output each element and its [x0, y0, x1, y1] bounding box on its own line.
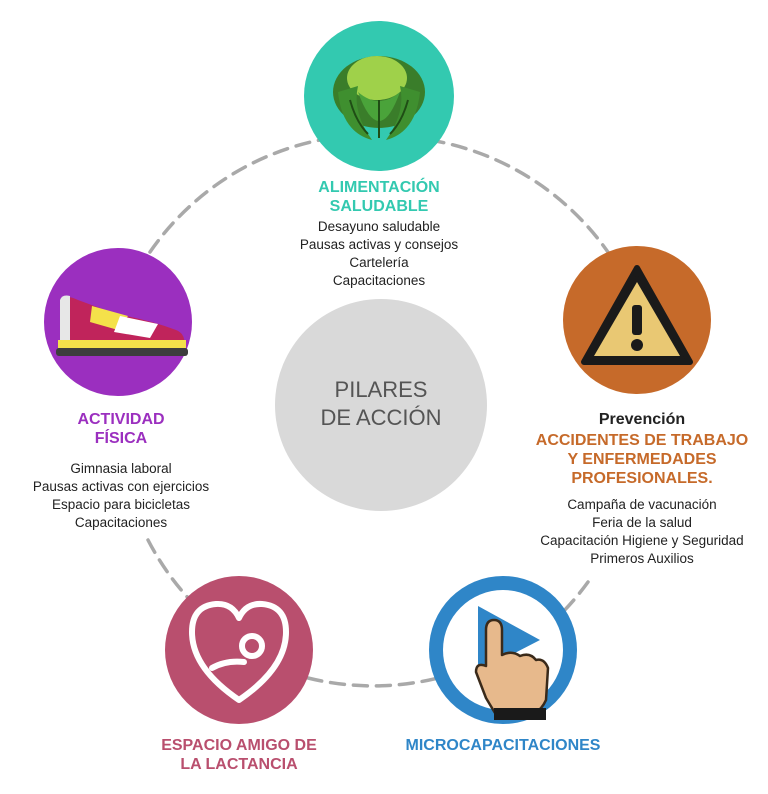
actividad-title: ACTIVIDAD FÍSICA [6, 410, 236, 448]
dashed-ring [146, 138, 614, 688]
list-item: Desayuno saludable [317, 219, 441, 234]
list-item: Capacitaciones [332, 273, 426, 288]
lactancia-title-line1: ESPACIO AMIGO DE [161, 737, 317, 754]
actividad-block: ACTIVIDAD FÍSICA Gimnasia laboral Pausas… [6, 410, 236, 532]
list-item: Pausas activas con ejercicios [32, 479, 210, 494]
list-item: Capacitaciones [74, 515, 168, 530]
prevencion-title-line1: ACCIDENTES DE TRABAJO [535, 432, 749, 449]
lactancia-badge [165, 576, 313, 724]
center-label-line1: PILARES [334, 377, 428, 402]
mother-baby-heart-icon [189, 600, 289, 703]
sneaker-icon [56, 295, 188, 356]
alimentacion-badge [304, 21, 454, 171]
prevencion-block: Prevención ACCIDENTES DE TRABAJO Y ENFER… [520, 410, 764, 568]
micro-badge [429, 576, 577, 724]
lactancia-title: ESPACIO AMIGO DE LA LACTANCIA [134, 736, 344, 774]
actividad-title-line1: ACTIVIDAD [77, 411, 165, 428]
prevencion-badge [563, 246, 711, 394]
list-item: Primeros Auxilios [590, 551, 694, 566]
prevencion-title: ACCIDENTES DE TRABAJO Y ENFERMEDADES PRO… [520, 431, 764, 488]
micro-block: MICROCAPACITACIONES [388, 736, 618, 755]
alimentacion-title-line2: SALUDABLE [329, 198, 429, 215]
prevencion-title-line2: Y ENFERMEDADES [567, 451, 717, 468]
micro-title: MICROCAPACITACIONES [405, 737, 601, 754]
center-label-line2: DE ACCIÓN [320, 405, 442, 430]
list-item: Gimnasia laboral [70, 461, 172, 476]
actividad-badge [44, 248, 192, 396]
prevencion-title-line3: PROFESIONALES. [571, 470, 713, 487]
prevencion-heading: Prevención [598, 411, 686, 428]
alimentacion-items: Desayuno saludable Pausas activas y cons… [264, 218, 494, 290]
list-item: Campaña de vacunación [567, 497, 717, 512]
list-item: Cartelería [349, 255, 409, 270]
prevencion-items: Campaña de vacunación Feria de la salud … [520, 496, 764, 568]
alimentacion-block: ALIMENTACIÓN SALUDABLE Desayuno saludabl… [264, 178, 494, 290]
list-item: Feria de la salud [592, 515, 692, 530]
actividad-items: Gimnasia laboral Pausas activas con ejer… [6, 460, 236, 532]
list-item: Capacitación Higiene y Seguridad [540, 533, 744, 548]
lactancia-title-line2: LA LACTANCIA [180, 756, 298, 773]
center-label: PILARES DE ACCIÓN [276, 376, 486, 432]
actividad-title-line2: FÍSICA [94, 430, 148, 447]
center-circle [275, 299, 487, 511]
play-touch-icon [474, 606, 550, 720]
list-item: Pausas activas y consejos [299, 237, 459, 252]
list-item: Espacio para bicicletas [51, 497, 191, 512]
lactancia-block: ESPACIO AMIGO DE LA LACTANCIA [134, 736, 344, 774]
alimentacion-title-line1: ALIMENTACIÓN [318, 179, 440, 196]
alimentacion-title: ALIMENTACIÓN SALUDABLE [264, 178, 494, 216]
lettuce-icon [333, 56, 425, 140]
warning-icon [581, 265, 693, 365]
